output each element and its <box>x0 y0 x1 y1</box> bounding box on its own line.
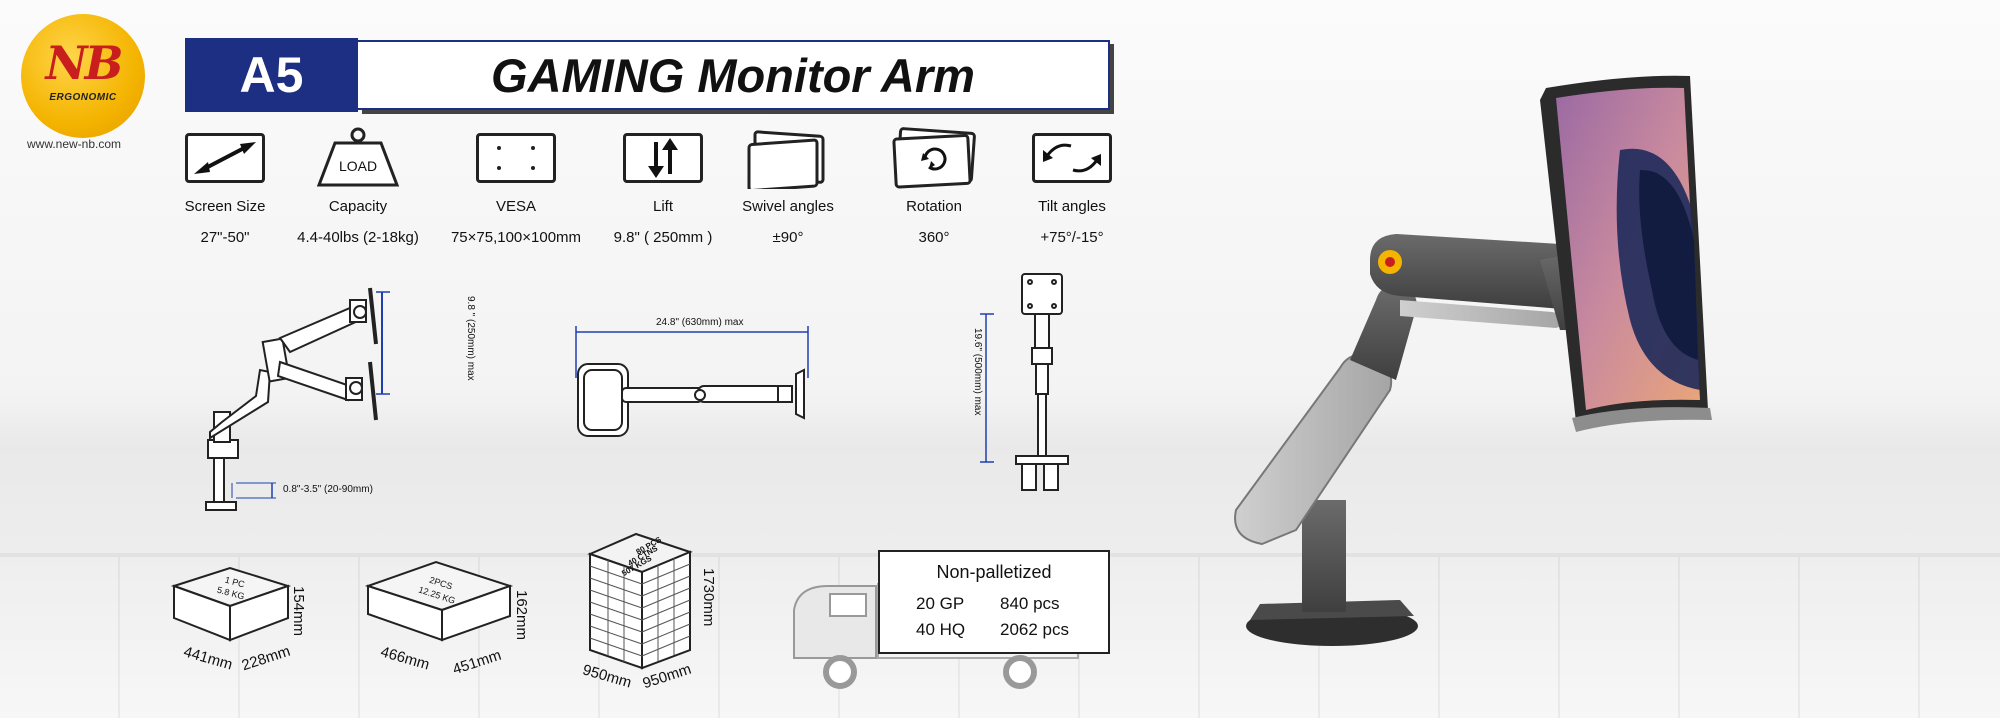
spec-capacity: LOAD Capacity 4.4-40lbs (2-18kg) <box>288 127 428 246</box>
lift-dimension-label: 9.8 " (250mm) max <box>465 296 476 381</box>
spec-value: +75°/-15° <box>1040 229 1104 246</box>
tilt-icon <box>1032 133 1112 183</box>
weight-icon: LOAD <box>316 127 400 187</box>
top-view-diagram <box>575 326 809 437</box>
spec-screen-size: Screen Size 27"-50" <box>155 128 295 246</box>
spec-label: Screen Size <box>184 198 266 215</box>
diagonal-arrow-icon <box>185 133 265 183</box>
shipping-title: Non-palletized <box>936 562 1052 582</box>
reach-dimension-label: 24.8" (630mm) max <box>656 317 744 328</box>
shipping-container-40hq: 40 HQ <box>916 620 966 639</box>
spec-label: Swivel angles <box>742 198 834 215</box>
spec-label: Rotation <box>906 198 962 215</box>
spec-value: 27"-50" <box>200 229 250 246</box>
product-title: GAMING Monitor Arm <box>358 40 1110 110</box>
package-box-2: 2PCS 12.25 KG <box>364 560 514 642</box>
spec-swivel: Swivel angles ±90° <box>718 128 858 246</box>
spec-rotation: Rotation 360° <box>864 127 1004 246</box>
height-dimension-label: 19.6" (500mm) max <box>972 328 983 416</box>
spec-label: VESA <box>495 198 537 215</box>
spec-label: Capacity <box>328 198 388 215</box>
side-view-diagram <box>205 287 390 511</box>
weight-icon-text: LOAD <box>339 158 377 174</box>
spec-value: 360° <box>918 229 950 246</box>
rotation-icon <box>892 127 976 189</box>
pallet-height: 1730mm <box>700 568 717 627</box>
package-1-height: 154mm <box>290 586 307 637</box>
shipping-container-20gp: 20 GP <box>916 594 965 613</box>
shipping-qty-40hq: 2062 pcs <box>1000 620 1069 639</box>
pallet-stack: 80 PCS 40 CTNS 507 KGS <box>587 532 693 670</box>
product-photo <box>1234 75 1712 646</box>
spec-label: Lift <box>652 198 673 215</box>
swivel-icon <box>747 130 825 189</box>
brand-logo <box>21 14 145 138</box>
spec-value: 4.4-40lbs (2-18kg) <box>297 229 419 246</box>
spec-lift: Lift 9.8" ( 250mm ) <box>593 128 733 246</box>
clamp-dimension-label: 0.8"-3.5" (20-90mm) <box>283 484 373 495</box>
package-box-1: 1 PC 5.8 KG <box>170 566 292 642</box>
spec-value: 9.8" ( 250mm ) <box>613 229 713 246</box>
front-view-diagram <box>980 273 1069 491</box>
lift-arrows-icon <box>623 133 703 183</box>
spec-value: ±90° <box>772 229 804 246</box>
logo-subtext: ERGONOMIC <box>49 92 117 103</box>
shipping-qty-20gp: 840 pcs <box>1000 594 1060 613</box>
package-2-height: 162mm <box>513 590 530 641</box>
spec-label: Tilt angles <box>1038 198 1106 215</box>
shipping-info-box <box>878 550 1110 654</box>
vesa-icon <box>476 133 556 183</box>
spec-tilt: Tilt angles +75°/-15° <box>1002 128 1142 246</box>
spec-vesa: VESA 75×75,100×100mm <box>446 128 586 246</box>
website-link[interactable]: www.new-nb.com <box>27 137 122 151</box>
model-badge: A5 <box>185 38 358 112</box>
spec-value: 75×75,100×100mm <box>450 229 582 246</box>
logo-text: NB <box>45 36 124 90</box>
